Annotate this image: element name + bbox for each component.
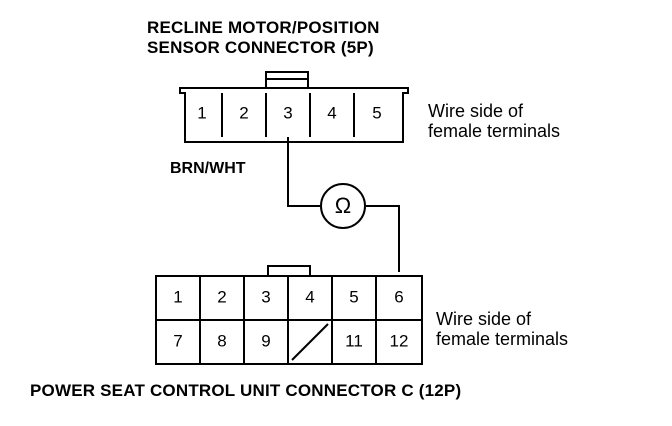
- empty-cavity-slash: [291, 323, 329, 361]
- bottom-pin: 8: [217, 331, 226, 350]
- top-connector-title-line1: RECLINE MOTOR/POSITION: [147, 18, 380, 37]
- bottom-connector-side-note-line2: female terminals: [436, 329, 569, 349]
- top-connector-side-note-line1: Wire side of: [428, 101, 524, 121]
- top-pin: 2: [239, 103, 248, 122]
- bottom-pin: 4: [305, 287, 314, 306]
- bottom-connector-pins-row2: 7 8 9 11 12: [173, 331, 408, 350]
- bottom-pin: 12: [390, 331, 409, 350]
- top-pin: 5: [372, 103, 381, 122]
- bottom-pin: 6: [394, 287, 403, 306]
- bottom-pin: 5: [349, 287, 358, 306]
- bottom-connector-side-note-line1: Wire side of: [436, 309, 532, 329]
- bottom-connector-lock-tab: [267, 265, 311, 277]
- bottom-pin: 7: [173, 331, 182, 350]
- bottom-pin: 2: [217, 287, 226, 306]
- test-lead-wire: [287, 137, 320, 207]
- bottom-pin: 1: [173, 287, 182, 306]
- top-pin: 1: [197, 103, 206, 122]
- bottom-pin: 3: [261, 287, 270, 306]
- top-connector-body: [179, 87, 409, 143]
- bottom-pin: 9: [261, 331, 270, 350]
- bottom-pin: 11: [345, 331, 363, 350]
- ohmmeter-icon: [320, 183, 366, 229]
- top-connector-pins: 1 2 3 4 5: [197, 103, 381, 122]
- ohm-symbol: Ω: [335, 193, 351, 218]
- top-connector-side-note-line2: female terminals: [428, 121, 561, 141]
- bottom-connector-pins-row1: 1 2 3 4 5 6: [173, 287, 403, 306]
- top-pin: 3: [283, 103, 292, 122]
- top-pin: 4: [327, 103, 336, 122]
- bottom-connector-title: POWER SEAT CONTROL UNIT CONNECTOR C (12P…: [30, 381, 462, 400]
- wire-label-brn-wht: BRN/WHT: [170, 160, 246, 177]
- top-connector-title-line2: SENSOR CONNECTOR (5P): [147, 38, 374, 57]
